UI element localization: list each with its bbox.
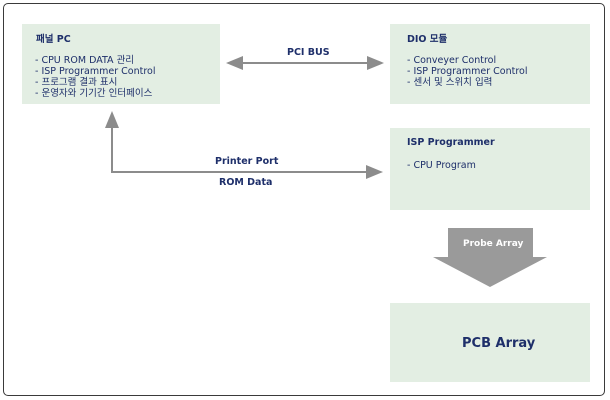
dio-module-box: DIO 모듈 - Conveyer Control - ISP Programm… [390, 24, 590, 104]
rom-data-label: ROM Data [219, 177, 273, 188]
pci-bus-label: PCI BUS [287, 47, 330, 58]
list-item: - 운영자와 기기간 인터페이스 [35, 88, 153, 99]
dio-module-title: DIO 모듈 [407, 34, 448, 45]
printer-port-arrow [105, 111, 383, 179]
pci-bus-arrow [226, 56, 384, 70]
panel-pc-list: - CPU ROM DATA 관리 - ISP Programmer Contr… [35, 55, 155, 99]
list-item: - ISP Programmer Control [407, 66, 528, 77]
probe-array-label: Probe Array [463, 239, 524, 249]
list-item: - Conveyer Control [407, 55, 497, 66]
pcb-array-box: PCB Array [390, 303, 590, 382]
dio-module-list: - Conveyer Control - ISP Programmer Cont… [407, 55, 527, 88]
list-item: - CPU ROM DATA 관리 [35, 55, 135, 66]
isp-programmer-title: ISP Programmer [407, 137, 495, 148]
printer-port-label: Printer Port [215, 156, 279, 167]
list-item: - 프로그램 결과 표시 [35, 77, 118, 88]
list-item: - CPU Program [407, 160, 476, 171]
isp-programmer-box: ISP Programmer - CPU Program [390, 128, 590, 210]
pcb-array-label: PCB Array [462, 336, 536, 351]
panel-pc-box: 패널 PC - CPU ROM DATA 관리 - ISP Programmer… [22, 24, 220, 104]
probe-array-arrow [433, 228, 547, 287]
panel-pc-title: 패널 PC [36, 34, 71, 45]
list-item: - 센서 및 스위치 입력 [407, 77, 493, 88]
isp-programmer-list: - CPU Program [407, 160, 476, 171]
list-item: - ISP Programmer Control [35, 66, 156, 77]
diagram-frame [3, 3, 605, 396]
